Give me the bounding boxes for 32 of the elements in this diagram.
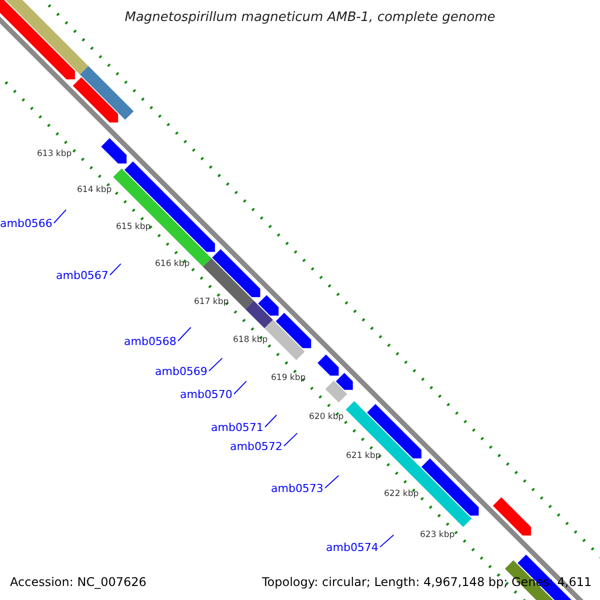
leader-line [380, 534, 394, 548]
tick-label: 613 kbp [37, 150, 72, 158]
tick-label: 622 kbp [384, 490, 419, 498]
accession-text: Accession: NC_007626 [10, 576, 146, 588]
tick-label: 614 kbp [77, 186, 112, 194]
tick-label: 617 kbp [194, 298, 229, 306]
tick-label: 619 kbp [271, 374, 306, 382]
tick-label: 623 kbp [420, 531, 455, 540]
leader-line [284, 432, 298, 446]
leader-line [264, 414, 278, 428]
gene-label: amb0570 [180, 389, 232, 400]
tick-label: 615 kbp [116, 223, 151, 232]
gene-label: amb0571 [211, 422, 264, 433]
gene-label: amb0568 [124, 336, 176, 347]
gene-label: amb0574 [326, 542, 378, 553]
leader-line [208, 358, 223, 372]
gene-label: amb0572 [230, 441, 282, 452]
tick-label: 621 kbp [346, 452, 381, 460]
leader-line [324, 475, 340, 488]
gene-label: amb0566 [0, 218, 52, 229]
leader-line [110, 263, 122, 276]
leader-line [178, 326, 192, 342]
title: Magnetospirillum magneticum AMB-1, complete genome [124, 11, 496, 24]
tick-label: 618 kbp [233, 336, 268, 344]
genome-info-text: Topology: circular; Length: 4,967,148 bp; Genes: 4,611 [262, 576, 592, 588]
gene-label: amb0567 [56, 270, 108, 281]
gene-label: amb0573 [271, 483, 324, 494]
tick-label: 620 kbp [309, 413, 344, 422]
leader-line [234, 380, 247, 394]
leader-line [54, 209, 66, 224]
gene-label: amb0569 [155, 366, 208, 377]
tick-label: 616 kbp [155, 260, 190, 268]
